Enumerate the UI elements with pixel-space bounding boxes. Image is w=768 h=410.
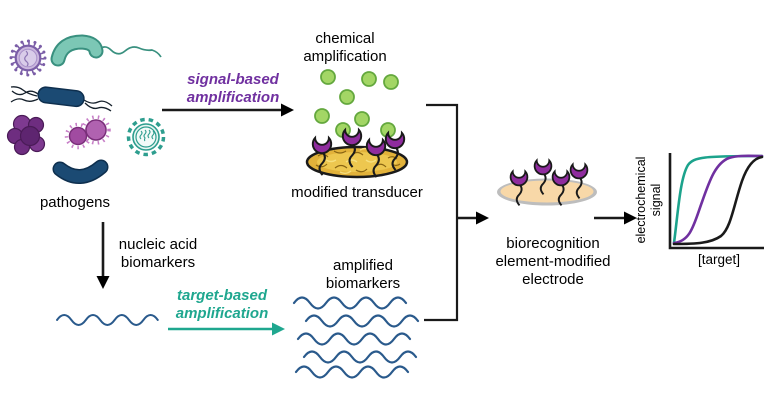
curved-bacterium-icon <box>52 159 109 184</box>
modified-transducer-label: modified transducer <box>291 184 423 201</box>
capsid-virus-icon <box>126 117 166 157</box>
signal-based-amplification: signal-based amplification <box>162 71 294 117</box>
biorecognition-label-line3: electrode <box>522 271 584 288</box>
spiky-cells-icon <box>64 115 111 150</box>
black-curve <box>672 155 764 246</box>
electrode-group: biorecognition element-modified electrod… <box>495 159 611 288</box>
modified-transducer-group: chemical amplification modified transduc… <box>291 30 423 201</box>
nucleic-acid-label-line2: biomarkers <box>121 254 195 271</box>
rod-bacterium-icon <box>10 86 113 112</box>
signal-based-label-line1: signal-based <box>187 71 280 88</box>
nucleic-acid-path: nucleic acid biomarkers target-based amp… <box>56 222 285 336</box>
purple-curve <box>672 154 764 245</box>
output-connector <box>594 211 637 225</box>
amplified-biomarkers-group: amplified biomarkers <box>292 257 420 379</box>
green-signal-dots <box>314 69 399 138</box>
graph-xlabel: [target] <box>698 252 740 267</box>
amplified-label-line1: amplified <box>333 257 393 274</box>
cell-cluster-icon <box>6 114 46 156</box>
pathogens-label: pathogens <box>40 194 110 211</box>
biomarker-strand-icon <box>56 314 159 326</box>
transducer-disc <box>305 145 409 179</box>
amplified-strand-icons <box>292 296 420 379</box>
signal-based-label-line2: amplification <box>187 89 280 106</box>
graph-ylabel-line2: signal <box>649 184 663 217</box>
graph-ylabel-line1: electrochemical <box>634 157 648 244</box>
down-arrowhead <box>96 276 110 289</box>
teal-curve <box>672 154 764 245</box>
amplified-label-line2: biomarkers <box>326 275 400 292</box>
nucleic-acid-label-line1: nucleic acid <box>119 236 197 253</box>
response-graph: electrochemical signal [target] <box>634 153 764 267</box>
pathogens-cluster: pathogens <box>6 34 166 211</box>
signal-arrowhead <box>281 103 294 117</box>
chemical-label-line2: amplification <box>303 48 386 65</box>
vibrio-bacterium-icon <box>50 34 162 67</box>
merge-arrowhead <box>476 211 489 225</box>
target-based-label-line1: target-based <box>177 287 268 304</box>
chemical-label-line1: chemical <box>315 30 374 47</box>
merge-connector <box>424 103 489 322</box>
biorecognition-label-line1: biorecognition <box>506 235 599 252</box>
target-based-label-line2: amplification <box>176 305 269 322</box>
merge-bracket <box>424 103 459 322</box>
enveloped-virus-icon <box>9 39 47 77</box>
target-arrowhead <box>272 322 285 336</box>
graph-axes <box>668 153 764 250</box>
biorecognition-label-line2: element-modified <box>495 253 610 270</box>
